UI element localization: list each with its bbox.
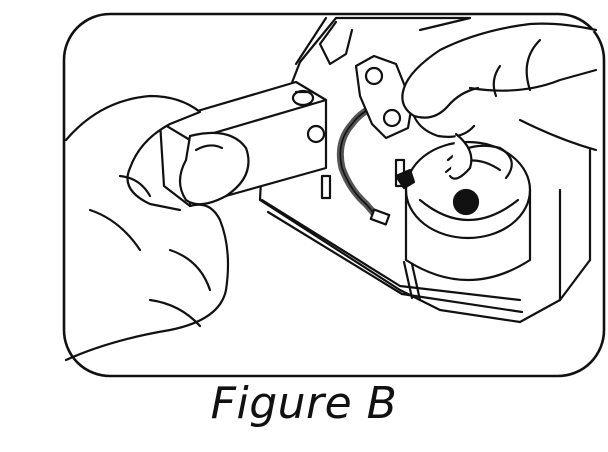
battery-connector: [354, 54, 414, 140]
keyhole-dot: [452, 188, 480, 216]
figure-border: [62, 12, 606, 378]
right-hand: [401, 22, 598, 180]
left-hand: [64, 94, 250, 362]
figure-caption: Figure B: [210, 378, 398, 429]
cylinder-knob: [404, 140, 532, 282]
terminal-posts: [320, 158, 416, 200]
